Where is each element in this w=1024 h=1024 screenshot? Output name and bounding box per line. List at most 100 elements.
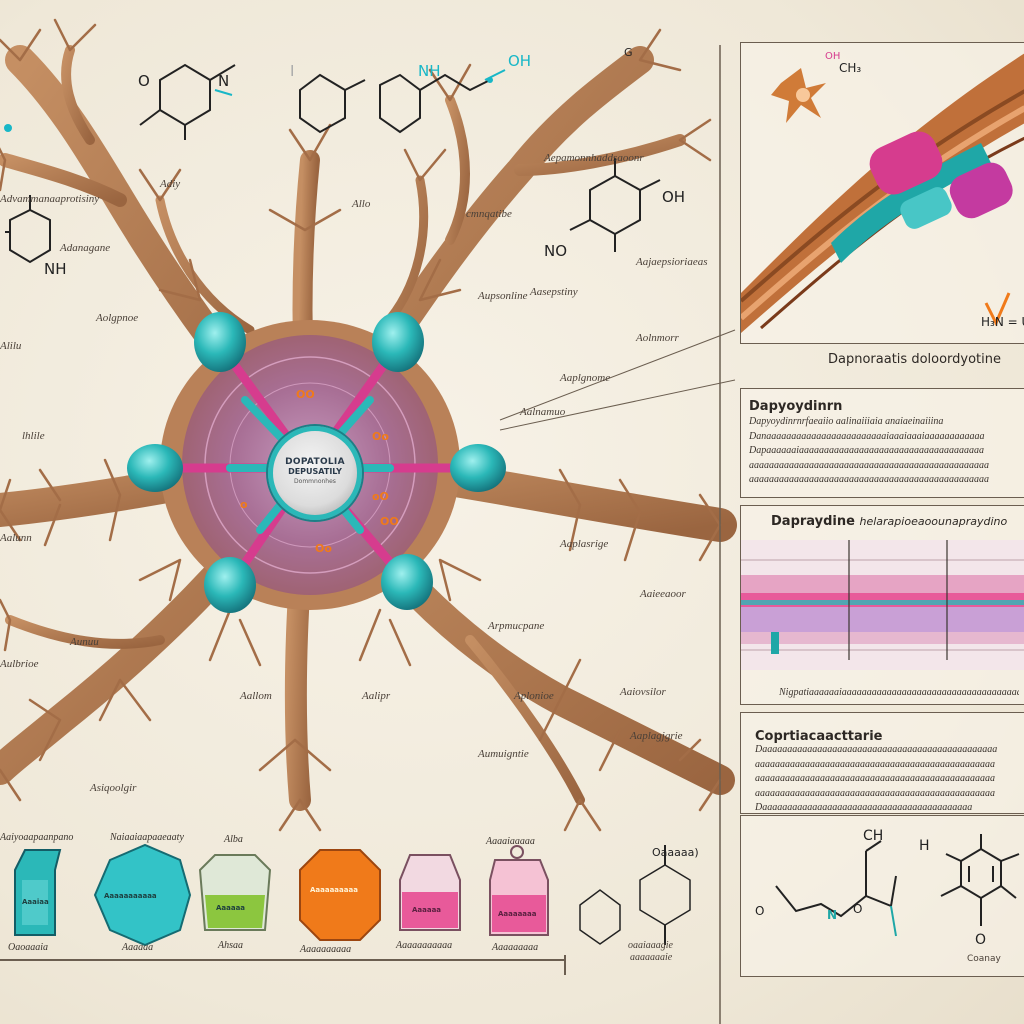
neuron-label: Aolgpnoe [96, 312, 139, 324]
mid-chem-no: NO [544, 242, 568, 260]
panel5-o2: O [853, 902, 863, 916]
container-bottom-label: Ahsaa [218, 940, 243, 951]
neuron-label: Aumuigntie [478, 748, 529, 760]
panel3-title: Dapraydine [771, 514, 855, 529]
top-chem-o-left: O [138, 72, 150, 90]
panel4-title: Coprtiacaacttarie [755, 729, 883, 744]
neuron-label: Aupsonline [478, 290, 528, 302]
bottom-chem-label: Oaaaaa) [652, 846, 699, 859]
axon-panel: CH₃ OH H₃N = U [740, 42, 1024, 344]
container-inner-label: Aaaaaa [412, 906, 442, 914]
panel5-ch: CH [863, 828, 884, 844]
hub-line1: DOPATOLIA [285, 457, 345, 467]
bottom-chem-sub2: aaaaaaaie [630, 952, 673, 963]
svg-text:Oo: Oo [315, 542, 332, 555]
panel5-n: N [827, 908, 838, 922]
neuron-label: Aalipr [362, 690, 391, 702]
panel2-text: Dapyoydinrnrfaeaiio aalinaiiiaia anaiaei… [749, 415, 1019, 488]
neuron-label: Aulbrioe [0, 658, 39, 670]
panel3-title-row: Dapraydine helarapioeaoounapraydino [771, 514, 1007, 529]
bottom-chem-sub1: oaaiaaagie [628, 940, 673, 951]
central-receptor-hub: DOPATOLIA DEPUSATILY Dommnonhes [268, 426, 362, 520]
container-label: Aaaaiaaaaa [486, 836, 535, 847]
container-inner-label: Aaaaaaaa [498, 910, 537, 918]
container-bottom-label: Oaoaaaia [8, 942, 48, 953]
bottom-containers [14, 843, 549, 947]
top-chem-oh: OH [508, 52, 532, 70]
neuron-label: Aunuu [70, 636, 99, 648]
panel3-title-tail: helarapioeaoounapraydino [859, 515, 1008, 528]
hub-line2: DEPUSATILY [288, 467, 342, 476]
container-inner-label: Aaaaaa [216, 904, 246, 912]
top-chem-n-left: N [218, 72, 230, 90]
top-chem-i-mark: I [290, 62, 295, 80]
panel2-line: aaaaaaaaaaaaaaaaaaaaaaaaaaaaaaaaaaaaaaaa… [749, 459, 989, 471]
left-chem-title: Advammanaaprotisiny [0, 193, 100, 205]
top-chem-nh: NH [418, 62, 441, 80]
panel1-formula: H₃N = U [981, 315, 1024, 329]
panel4-line: Daaaaaaaaaaaaaaaaaaaaaaaaaaaaaaaaaaaaaaa… [755, 802, 973, 813]
container-inner-label: Aaaiaa [22, 898, 49, 906]
neuron-label: cmnqatibe [466, 208, 512, 220]
neuron-label: Alilu [0, 340, 22, 352]
panel2-line: aaaaaaaaaaaaaaaaaaaaaaaaaaaaaaaaaaaaaaaa… [749, 474, 989, 485]
panel4-text: Daaaaaaaaaaaaaaaaaaaaaaaaaaaaaaaaaaaaaaa… [755, 743, 1017, 816]
left-chem-nh: NH [44, 260, 67, 278]
description-panel: Dapyoydinrn Dapyoydinrnrfaeaiio aalinaii… [740, 388, 1024, 498]
svg-text:o: o [240, 498, 248, 511]
neuron-label: Aasepstiny [530, 286, 578, 298]
panel2-line: Danaaaaaaaaaaaaaaaaaaaaaaaaiaaaiaaaiaaaa… [749, 430, 985, 442]
svg-text:OO: OO [296, 388, 315, 401]
container-inner-label: Aaaaaaaaaaa [104, 892, 157, 900]
neuron-label: Aalnamuo [520, 406, 566, 418]
neuron-label: Adiy [160, 178, 181, 190]
neuron-label: Aaieeaoor [640, 588, 686, 600]
receptor-balls [127, 312, 506, 613]
container-label: Naiaaiaapaaeaaty [110, 832, 184, 843]
container-label: Alba [224, 834, 243, 845]
axon-illustration [741, 53, 1024, 333]
panel5-o-bottom: O [975, 932, 987, 948]
panel4-line: aaaaaaaaaaaaaaaaaaaaaaaaaaaaaaaaaaaaaaaa… [755, 787, 995, 799]
neuron-fine-branches [0, 18, 722, 832]
neuron-label: Arpmucpane [488, 620, 545, 632]
neuron-label: Aaplagjgrie [630, 730, 683, 742]
panel1-oh-label: OH [825, 51, 841, 62]
container-bottom-label: Aaaaaa [122, 942, 154, 953]
spectrum-strip [741, 540, 1024, 670]
mid-chem-title: Aepamonnhaddsaoonr [544, 152, 644, 164]
svg-text:OO: OO [380, 515, 399, 528]
mid-chem-oh: OH [662, 188, 686, 206]
structures-drawing [775, 834, 1020, 937]
neuron-label: Adanagane [60, 242, 111, 254]
neuron-label: Aolnmorr [636, 332, 679, 344]
top-chem-structures [5, 63, 691, 945]
hub-line3: Dommnonhes [294, 478, 336, 485]
spectrum-panel: Dapraydine helarapioeaoounapraydino Nigp… [740, 505, 1024, 705]
neuron-label: Aalunn [0, 532, 32, 544]
neuron-label: Aplonioe [514, 690, 554, 702]
container-inner-label: Aaaaaaaaaa [310, 886, 358, 894]
neuron-label: Aallom [240, 690, 272, 702]
panel5-h: H [919, 838, 930, 854]
panel4-line: aaaaaaaaaaaaaaaaaaaaaaaaaaaaaaaaaaaaaaaa… [755, 758, 995, 770]
panel1-caption: Dapnoraatis doloordyotine [828, 352, 1001, 367]
top-chem-g-mark: G [624, 46, 633, 59]
container-label: Aaiyoaapaanpano [0, 832, 74, 843]
vesicle-markers: OO Oo oO Oo o OO [240, 388, 399, 555]
container-bottom-label: Aaaaaaaaa [492, 942, 539, 953]
panel1-ch-label: CH₃ [839, 61, 862, 75]
container-bottom-label: Aaaaaaaaaa [300, 944, 352, 955]
neuron-label: Allo [352, 198, 371, 210]
panel2-line: Dapyoydinrnrfaeaiio aalinaiiiaia anaiaei… [749, 416, 944, 427]
panel3-caption: Nigpatiaaaaaaiaaaaaaaaaaaaaaaaaaaaaaaaaa… [779, 687, 1019, 698]
structures-panel: CH H N O O O Coanay [740, 815, 1024, 977]
neuron-label: Aaplasrige [560, 538, 609, 550]
neuron-label: Asiqoolgir [90, 782, 137, 794]
neuron-label: lhlile [22, 430, 45, 442]
svg-text:Oo: Oo [372, 430, 389, 443]
panel5-caption: Coanay [967, 954, 1001, 964]
commentary-panel: Coprtiacaacttarie Daaaaaaaaaaaaaaaaaaaaa… [740, 712, 1024, 814]
panel4-line: Daaaaaaaaaaaaaaaaaaaaaaaaaaaaaaaaaaaaaaa… [755, 744, 998, 755]
svg-text:oO: oO [372, 490, 389, 503]
